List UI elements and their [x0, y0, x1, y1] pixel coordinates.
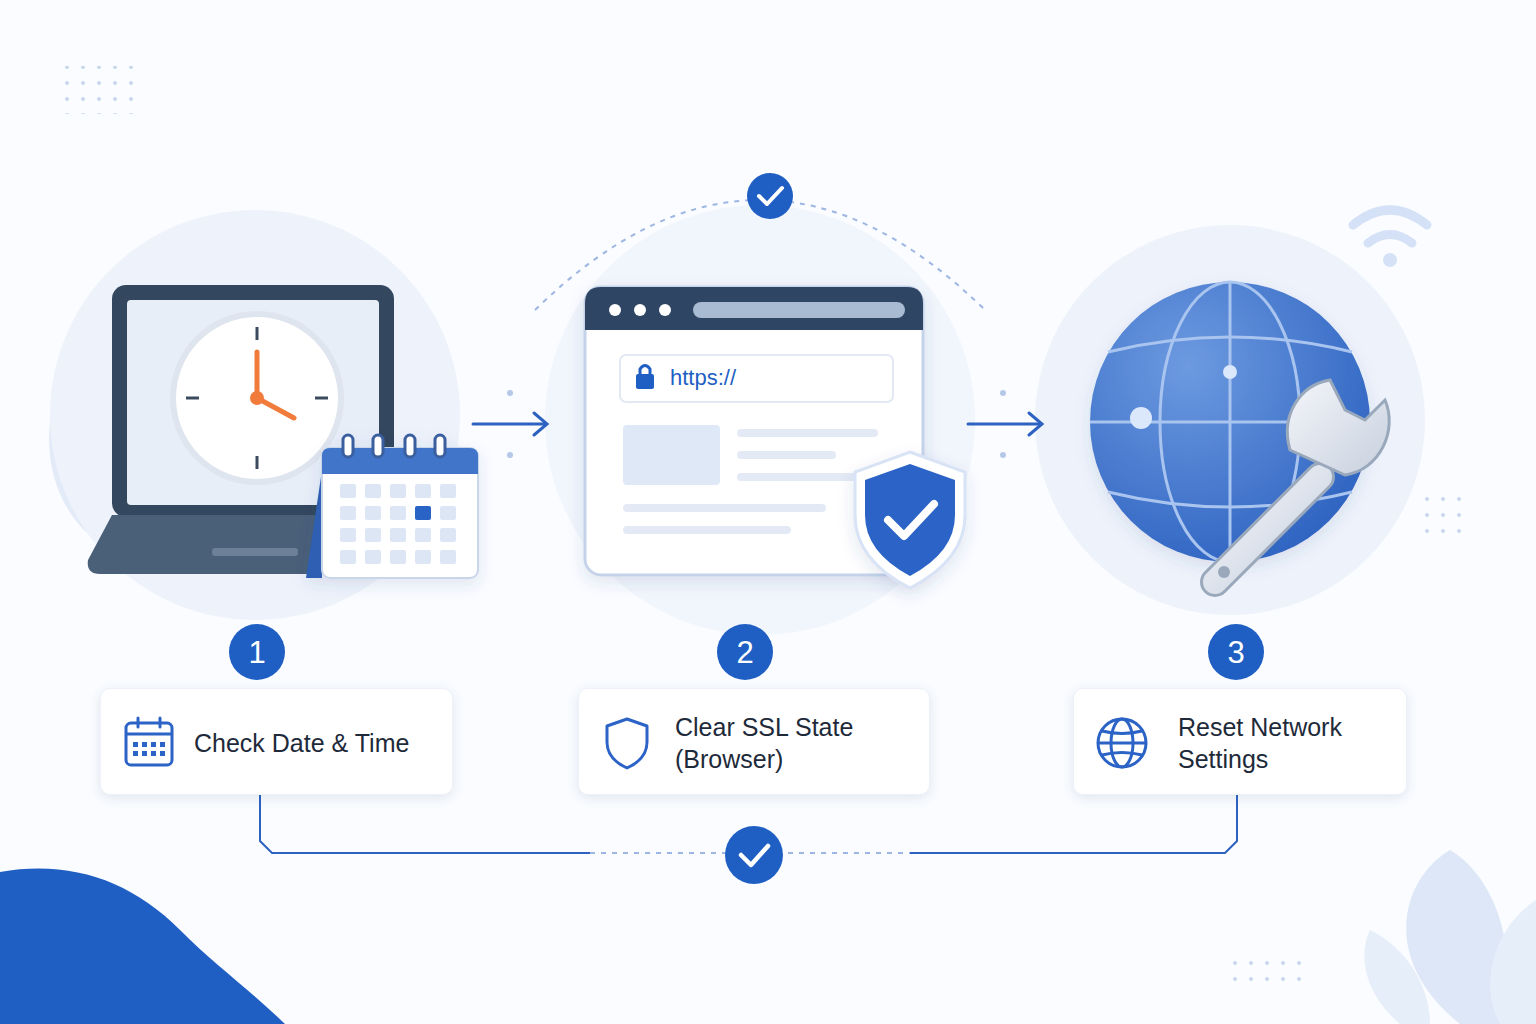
step-number-text: 3 [1227, 637, 1244, 668]
step-number: 1 [229, 624, 285, 680]
leaf [1364, 930, 1430, 1024]
step-title: Check Date & Time [194, 727, 434, 759]
laptop-illustration [88, 285, 420, 574]
corner-blob [0, 869, 285, 1024]
shield-icon [597, 713, 657, 773]
browser-illustration [585, 287, 965, 588]
dot-grid [1232, 952, 1312, 984]
step-number: 2 [717, 624, 773, 680]
wifi-dot [1383, 253, 1397, 267]
halo [545, 205, 975, 635]
step-number-text: 1 [248, 637, 265, 668]
check-mark [741, 846, 768, 865]
wifi-icon [1353, 210, 1427, 243]
calendar-icon [119, 713, 179, 773]
globe-icon [1092, 713, 1152, 773]
step-number: 3 [1208, 624, 1264, 680]
leaf [1490, 900, 1536, 1024]
step-title: Clear SSL State (Browser) [675, 711, 911, 775]
step-box: Reset Network Settings [1073, 688, 1407, 795]
calendar-illustration [306, 435, 478, 578]
halo [1035, 225, 1425, 615]
dot-grid [1422, 486, 1470, 534]
check-badge [747, 173, 793, 219]
step-title: Reset Network Settings [1178, 711, 1388, 775]
step-number-text: 2 [736, 637, 753, 668]
check-badge [725, 826, 783, 884]
step-box: Check Date & Time [100, 688, 453, 795]
halo [50, 210, 460, 620]
dot-grid [62, 66, 142, 114]
step-box: Clear SSL State (Browser) [578, 688, 930, 795]
check-mark [759, 188, 782, 204]
globe-illustration [1090, 282, 1389, 582]
url-text: https:// [670, 365, 736, 391]
